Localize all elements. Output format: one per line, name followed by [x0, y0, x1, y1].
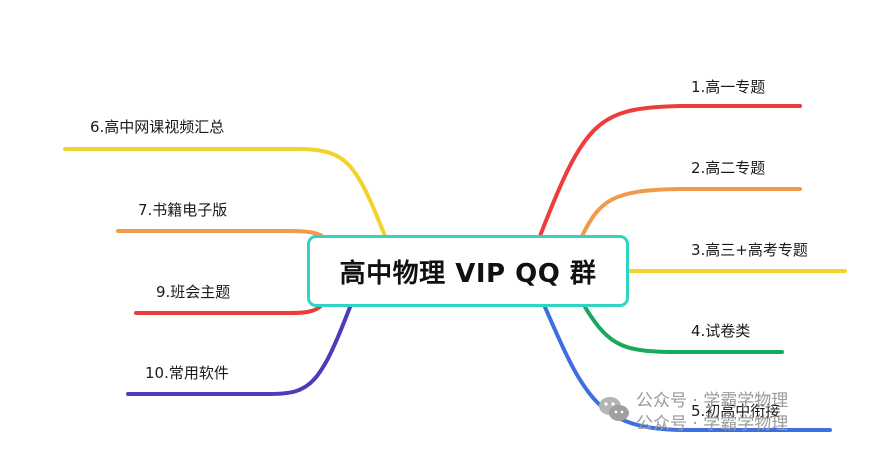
wechat-icon	[599, 397, 629, 421]
branch-label-2[interactable]: 2.高二专题	[691, 159, 766, 177]
watermark: 公众号 · 学霸学物理 公众号 · 学霸学物理	[596, 383, 866, 435]
branch-line-9	[134, 303, 324, 315]
branch-line-10	[126, 305, 352, 396]
central-topic-label: 高中物理 VIP QQ 群	[339, 258, 597, 289]
branch-label-5[interactable]: 5.初高中衔接	[691, 402, 781, 420]
branch-label-9[interactable]: 9.班会主题	[156, 283, 231, 301]
branch-label-4[interactable]: 4.试卷类	[691, 322, 751, 340]
branch-label-1[interactable]: 1.高一专题	[691, 78, 766, 96]
branch-line-6	[63, 147, 387, 238]
branch-line-1	[538, 104, 802, 238]
branch-line-2	[580, 187, 802, 238]
branch-label-10[interactable]: 10.常用软件	[145, 364, 229, 382]
branch-label-7[interactable]: 7.书籍电子版	[138, 201, 228, 219]
watermark-line-2: 公众号 · 学霸学物理	[636, 414, 789, 434]
branch-label-3[interactable]: 3.高三+高考专题	[691, 241, 808, 259]
branch-line-4	[583, 305, 784, 354]
watermark-line-1: 公众号 · 学霸学物理	[636, 391, 789, 411]
branch-line-7	[116, 229, 324, 238]
branch-label-6[interactable]: 6.高中网课视频汇总	[90, 118, 225, 136]
central-topic[interactable]: 高中物理 VIP QQ 群	[307, 235, 629, 307]
